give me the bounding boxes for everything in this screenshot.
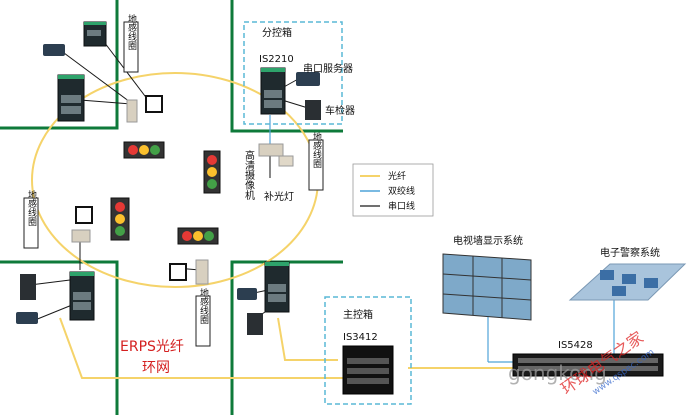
serial-devices	[16, 44, 321, 335]
serial-sub-2	[281, 99, 309, 109]
serial-bl-1	[29, 279, 71, 286]
legend-frame	[352, 163, 434, 217]
sensing-coil-labels: 地感线圈 地感线圈 地感线圈 地感线圈	[23, 13, 324, 347]
switch-icon-top-left-small	[83, 21, 107, 47]
serial-tl-2	[79, 99, 133, 105]
sensing-coil-tl: 地感线圈	[126, 13, 137, 51]
main-box-label: 主控箱	[343, 308, 373, 321]
fiber-bottom-right-to-main	[277, 317, 338, 361]
police-system-icon	[568, 263, 687, 301]
watermark-domain: gongkong	[508, 361, 607, 385]
erps-label-line1: ERPS光纤	[120, 339, 184, 355]
video-wall-label: 电视墙显示系统	[453, 234, 523, 247]
camera-icon-sub	[258, 143, 294, 178]
erps-label-line2: 环网	[142, 360, 170, 376]
labels: 分控箱 IS2210 串口服务器 车检器 高清摄像机 补光灯 主控箱 IS341…	[120, 26, 660, 376]
road-corner-bottom-right	[230, 260, 343, 415]
serial-bl-2	[34, 304, 73, 321]
serial-server-icon-br	[237, 288, 257, 300]
video-wall-icon	[442, 253, 532, 321]
fiber-links	[31, 72, 518, 379]
sub-box-label: 分控箱	[262, 26, 292, 39]
road-lines	[0, 0, 343, 415]
industrial-switches	[57, 21, 664, 395]
sub-control-box-frame	[243, 21, 343, 125]
watermark: gongkong 环球电气之家 www.qspec.com	[508, 328, 656, 399]
switch-icon-bottom-right	[264, 261, 290, 313]
sensing-coil-bl: 地感线圈	[26, 189, 37, 227]
switch-icon-is5428	[512, 353, 664, 377]
traffic-light-icon-h-1	[123, 141, 165, 159]
legend-twisted-pair: 双绞线	[388, 185, 415, 197]
camera-icon-top-left	[126, 95, 163, 123]
switch-icon-top-left	[57, 74, 85, 122]
road-corner-bottom-left	[0, 260, 119, 415]
traffic-lights	[110, 141, 221, 245]
serial-server-icon-sub	[296, 72, 320, 86]
main-switch-label: IS3412	[343, 332, 378, 343]
vehicle-detector-icon-sub	[305, 100, 321, 120]
traffic-light-icon-v-2	[110, 197, 130, 241]
vehicle-detector-icon-br	[247, 313, 263, 335]
main-control-box-frame	[324, 296, 412, 405]
serial-server-icon-tl	[43, 44, 65, 56]
fiber-bottom-left-to-main	[59, 317, 350, 379]
sensing-coil-br: 地感线圈	[198, 287, 209, 325]
switch-icon-is3412	[342, 345, 394, 395]
vehicle-detector-label: 车检器	[325, 104, 355, 117]
road-corner-top-right	[230, 0, 343, 133]
serial-server-icon-bl	[16, 312, 38, 324]
switch-icon-is2210	[260, 67, 286, 115]
serial-server-label: 串口服务器	[303, 62, 353, 75]
legend-serial: 串口线	[388, 200, 415, 212]
camera-icon-bottom-right	[169, 259, 209, 285]
traffic-light-icon-h-2	[177, 227, 219, 245]
legend: 光纤 双绞线 串口线	[352, 163, 434, 217]
vehicle-detector-icon-bl	[20, 274, 36, 300]
serial-tl-1	[59, 49, 131, 103]
road-corner-top-left	[0, 0, 119, 130]
core-switch-label: IS5428	[558, 340, 593, 351]
sub-switch-label: IS2210	[259, 54, 294, 65]
hd-camera-label: 高清摄像机	[243, 149, 255, 201]
legend-fiber: 光纤	[388, 170, 406, 182]
cameras	[71, 95, 294, 285]
switch-icon-bottom-left	[69, 271, 95, 321]
fill-light-label: 补光灯	[264, 190, 294, 203]
sensing-coil-tr: 地感线圈	[311, 131, 322, 169]
police-system-label: 电子警察系统	[600, 246, 660, 259]
traffic-light-icon-v-1	[203, 150, 221, 194]
camera-icon-bottom-left	[71, 206, 93, 243]
